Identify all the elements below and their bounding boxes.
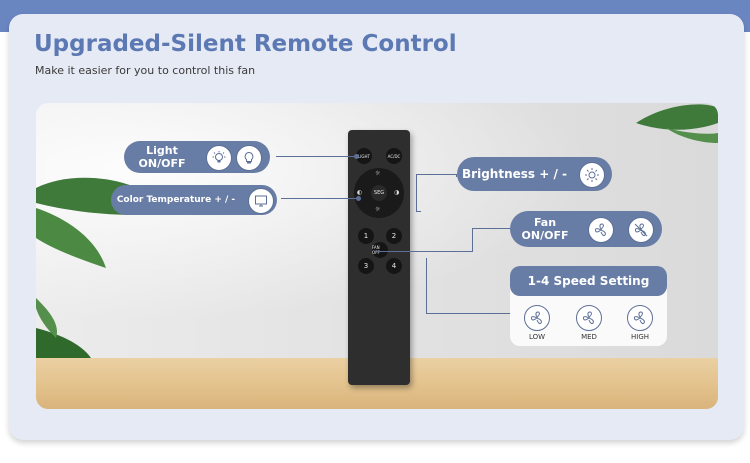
dial-pad[interactable]: ☼ ☼ ◐ ◑ SEG bbox=[354, 168, 404, 218]
ac-dc-button[interactable]: AC/DC bbox=[386, 148, 402, 164]
connector-line bbox=[416, 211, 421, 212]
speed-1-button[interactable]: 1 bbox=[358, 228, 374, 244]
connector-line bbox=[376, 251, 472, 252]
page-subtitle: Make it easier for you to control this f… bbox=[35, 64, 256, 77]
speed-3-button[interactable]: 3 bbox=[358, 258, 374, 274]
connector-line bbox=[426, 258, 427, 313]
speed-label: 1-4 Speed Setting bbox=[527, 274, 650, 288]
brightness-down-icon[interactable]: ☼ bbox=[375, 206, 381, 213]
connector-line bbox=[426, 313, 511, 314]
speed-high-label: HIGH bbox=[630, 333, 650, 341]
fan-med-icon bbox=[576, 305, 602, 331]
fan-label-line1: Fan bbox=[533, 216, 557, 229]
fan-off-icon bbox=[628, 217, 654, 243]
right-leaves-icon bbox=[636, 104, 718, 143]
connector-line bbox=[276, 156, 358, 157]
light-bulb-icon bbox=[206, 145, 232, 171]
speed-callout: 1-4 Speed Setting bbox=[510, 266, 667, 296]
light-bulb-off-icon bbox=[236, 145, 262, 171]
fan-label-line2: ON/OFF bbox=[521, 229, 569, 242]
product-photo-scene: LIGHT AC/DC ☼ ☼ ◐ ◑ SEG 1 2 FAN OFF 3 4 … bbox=[36, 103, 718, 409]
speed-med-label: MED bbox=[581, 333, 597, 341]
fan-low-icon bbox=[524, 305, 550, 331]
connector-dot bbox=[356, 196, 361, 201]
brightness-up-icon[interactable]: ☼ bbox=[375, 170, 381, 177]
fan-callout: Fan ON/OFF bbox=[510, 211, 580, 247]
connector-line bbox=[456, 174, 457, 177]
connector-line bbox=[416, 174, 417, 212]
fan-off-button[interactable]: FAN OFF bbox=[372, 242, 388, 258]
connector-dot bbox=[354, 154, 359, 159]
connector-line bbox=[472, 228, 510, 229]
color-temp-label: Color Temperature + / - bbox=[116, 195, 236, 205]
color-temp-down-icon[interactable]: ◐ bbox=[357, 189, 363, 196]
fan-high-icon bbox=[627, 305, 653, 331]
brightness-label: Brightness + / - bbox=[462, 167, 567, 181]
speed-4-button[interactable]: 4 bbox=[386, 258, 402, 274]
speed-2-button[interactable]: 2 bbox=[386, 228, 402, 244]
remote-control: LIGHT AC/DC ☼ ☼ ◐ ◑ SEG 1 2 FAN OFF 3 4 bbox=[348, 130, 410, 385]
brightness-callout: Brightness + / - bbox=[457, 157, 572, 191]
light-callout: Light ON/OFF bbox=[124, 141, 200, 173]
fan-on-icon bbox=[588, 217, 614, 243]
light-button[interactable]: LIGHT bbox=[356, 148, 372, 164]
speed-low-label: LOW bbox=[528, 333, 546, 341]
light-label-line2: ON/OFF bbox=[138, 157, 186, 170]
color-temp-callout: Color Temperature + / - bbox=[111, 185, 241, 215]
connector-line bbox=[472, 228, 473, 252]
brightness-icon bbox=[579, 162, 605, 188]
seg-button[interactable]: SEG bbox=[371, 185, 387, 201]
monitor-icon bbox=[248, 188, 274, 214]
color-temp-up-icon[interactable]: ◑ bbox=[394, 189, 400, 196]
page-title: Upgraded-Silent Remote Control bbox=[34, 31, 457, 57]
connector-line bbox=[416, 174, 456, 175]
light-label-line1: Light bbox=[146, 144, 178, 157]
connector-line bbox=[281, 198, 361, 199]
